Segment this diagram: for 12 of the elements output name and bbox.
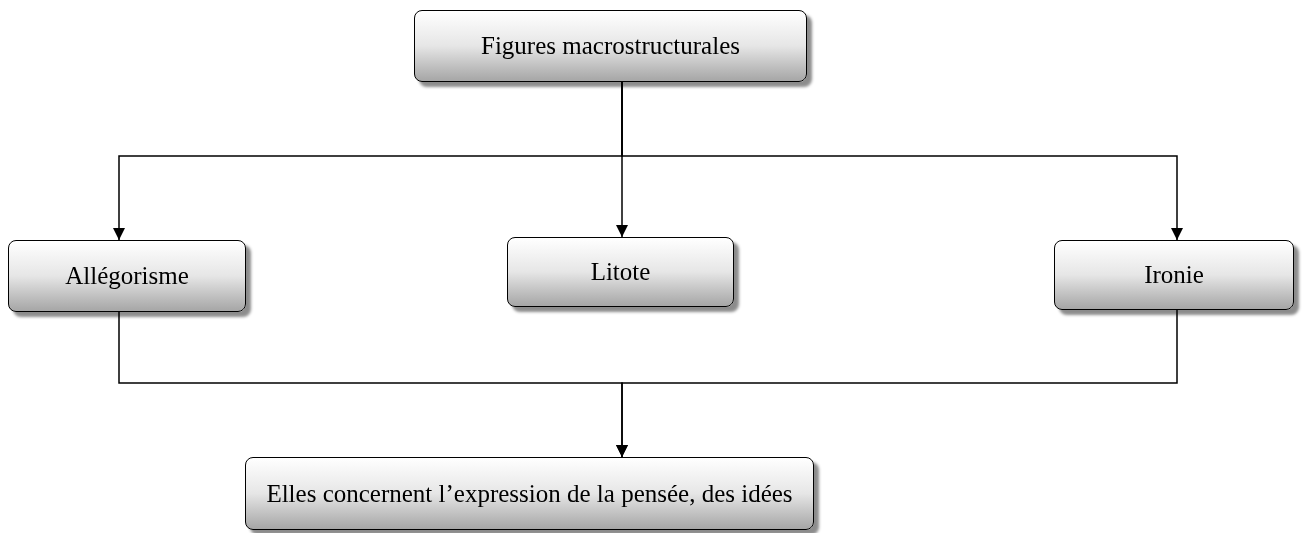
box-label: Litote xyxy=(590,257,651,288)
connector-arrow xyxy=(621,81,1183,241)
rounded-box xyxy=(507,237,734,307)
connector-arrow xyxy=(616,309,1178,458)
box-label: Allégorisme xyxy=(65,261,189,292)
box-label: Ironie xyxy=(1144,260,1204,291)
box-label: Figures macrostructurales xyxy=(481,31,740,62)
rounded-box xyxy=(414,10,807,82)
rounded-box xyxy=(1054,240,1294,310)
rounded-box xyxy=(245,457,814,530)
rounded-box xyxy=(8,240,246,312)
box-label: Elles concernent l’expression de la pensée, des idées xyxy=(266,478,793,509)
